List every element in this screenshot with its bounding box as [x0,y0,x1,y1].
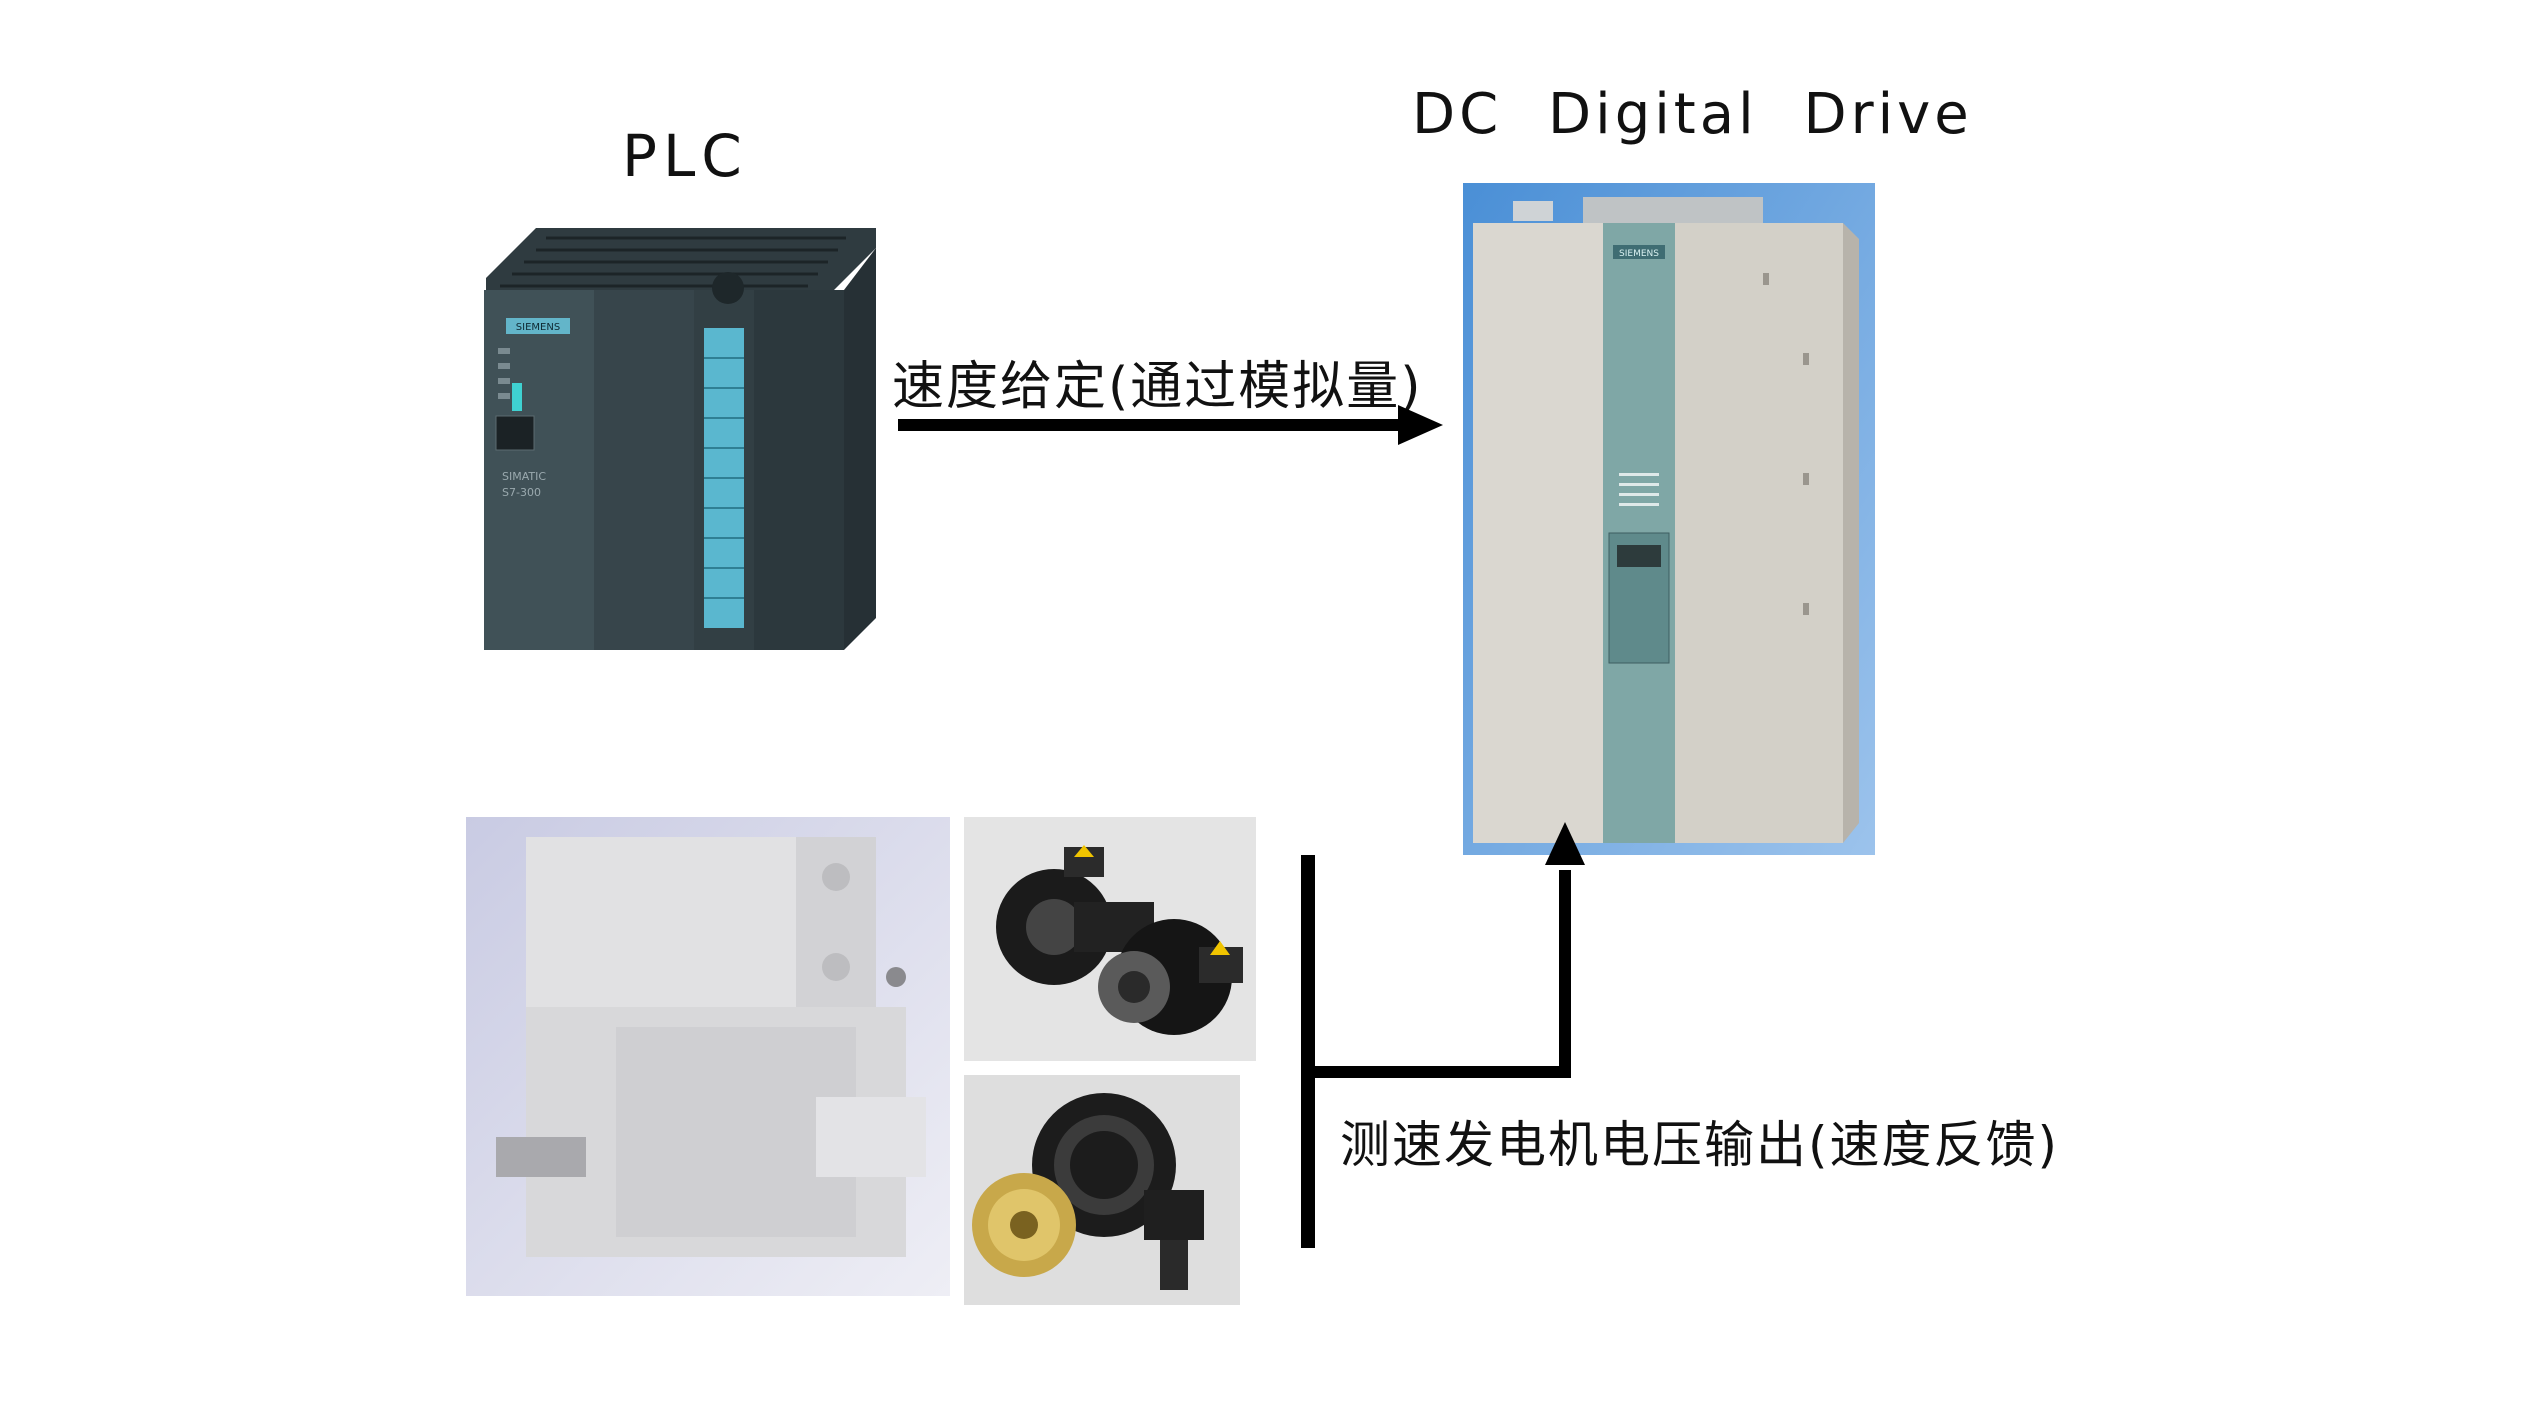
plc-brand-text: SIEMENS [516,322,560,333]
encoder-image [964,1075,1240,1305]
speed-feedback-label: 测速发电机电压输出(速度反馈) [1340,1116,2060,1174]
dc-digital-drive-label: DC Digital Drive [1412,82,1973,147]
dc-motor-image [466,817,950,1296]
feedback-arrowhead [1545,822,1585,865]
plc-module-image: SIEMENS SIMATIC S7-300 [466,218,886,674]
feedback-path-line [1308,870,1571,1078]
drive-brand-text: SIEMENS [1619,249,1659,259]
plc-model-line2: S7-300 [502,486,541,499]
setpoint-arrowhead [1398,405,1443,445]
dc-drive-image: SIEMENS [1463,183,1875,855]
plc-model-line1: SIMATIC [502,470,546,483]
tachogenerator-image [964,817,1256,1061]
plc-label: PLC [622,122,748,190]
speed-setpoint-label: 速度给定(通过模拟量) [892,357,1423,417]
